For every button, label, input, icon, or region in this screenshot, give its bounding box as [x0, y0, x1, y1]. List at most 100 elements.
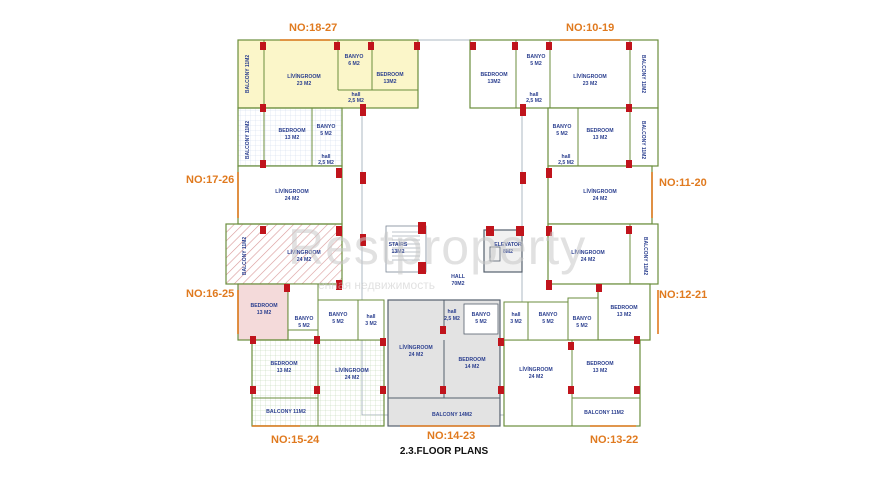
unit-label-13-22: NO:13-22: [590, 434, 639, 446]
unit-16-25-bedroom: [237, 283, 289, 341]
hall-10-19-label: hall: [530, 92, 539, 98]
hall-17-26-area: 2,5 M2: [318, 160, 334, 166]
balcony-13-22-label: BALCONY 11M2: [584, 410, 624, 416]
bedroom-10-19-label: BEDROOM: [480, 72, 507, 78]
bedroom-17-26-label: BEDROOM: [278, 128, 305, 134]
hall-central-label: HALL: [451, 274, 466, 280]
unit-13-22-hall: [503, 301, 529, 341]
living-10-19-area: 23 M2: [583, 81, 598, 87]
hall-11-20-area: 2,5 M2: [558, 160, 574, 166]
unit-16-25-living-fill: [226, 224, 342, 284]
banyo-18-27-label: BANYO: [345, 54, 364, 60]
bedroom-15-24-area: 13 M2: [277, 368, 292, 374]
living-16-25-area: 24 M2: [297, 257, 312, 263]
balcony-14-23-label: BALCONY 14M2: [432, 412, 472, 418]
bedroom-14-23-area: 14 M2: [465, 364, 480, 370]
bedroom-11-20-label: BEDROOM: [586, 128, 613, 134]
living-10-19-label: LİVİNGROOM: [573, 73, 606, 80]
living-17-26-label: LİVİNGROOM: [275, 188, 308, 195]
living-11-20-label: LİVİNGROOM: [583, 188, 616, 195]
hall-14-23-area: 2,5 M2: [444, 316, 460, 322]
hall-central-area: 70M2: [452, 281, 465, 287]
bedroom-14-23-label: BEDROOM: [458, 357, 485, 363]
hall-13-22-label: hall: [512, 312, 521, 318]
banyo-17-26-label: BANYO: [317, 124, 336, 130]
elevator-area: 8M2: [503, 249, 513, 255]
banyo-14-23-area: 5 M2: [475, 319, 487, 325]
banyo-15-24-area: 5 M2: [332, 319, 344, 325]
banyo-11-20-area: 5 M2: [556, 131, 568, 137]
banyo-12-21-label: BANYO: [573, 316, 592, 322]
unit-label-11-20: NO:11-20: [659, 177, 707, 189]
living-15-24-area: 24 M2: [345, 375, 360, 381]
hall-18-27-label: hall: [352, 92, 361, 98]
unit-label-12-21: NO:12-21: [659, 289, 708, 301]
unit-18-27-fill: [238, 40, 418, 108]
banyo-15-24-label: BANYO: [329, 312, 348, 318]
banyo-10-19-area: 5 M2: [530, 61, 542, 67]
living-13-22-label: LİVİNGROOM: [519, 366, 552, 373]
unit-14-23-banyo: [463, 303, 499, 335]
living-18-27-area: 23 M2: [297, 81, 312, 87]
watermark-logo: Restproperty: [288, 219, 587, 275]
bedroom-12-21-area: 13 M2: [617, 312, 632, 318]
banyo-17-26-area: 5 M2: [320, 131, 332, 137]
banyo-11-20-label: BANYO: [553, 124, 572, 130]
plan-caption: 2.3.FLOOR PLANS: [399, 446, 489, 457]
banyo-14-23-label: BANYO: [472, 312, 491, 318]
unit-label-10-19: NO:10-19: [566, 22, 615, 34]
hall-13-22-area: 3 M2: [510, 319, 522, 325]
stairs-area: 13M2: [392, 249, 405, 255]
unit-label-18-27: NO:18-27: [289, 22, 338, 34]
banyo-16-25-area: 5 M2: [298, 323, 310, 329]
living-18-27-label: LİVİNGROOM: [287, 73, 320, 80]
unit-17-26-living: [237, 165, 343, 225]
banyo-18-27-area: 6 M2: [348, 61, 360, 67]
banyo-12-21-area: 5 M2: [576, 323, 588, 329]
elevator-label: ELEVATOR: [494, 242, 522, 248]
bedroom-10-19-area: 13M2: [488, 79, 501, 85]
hall-17-26-label: hall: [322, 154, 331, 160]
unit-11-20-bedroom: [547, 107, 659, 167]
balcony-17-26-label: BALCONY 11M2: [245, 121, 251, 159]
room-labels: LİVİNGROOM 23 M2 BANYO 6 M2 BEDROOM 13M2…: [242, 54, 648, 418]
living-12-21-area: 24 M2: [581, 257, 596, 263]
stairs-steps: [392, 231, 420, 261]
bedroom-18-27-area: 13M2: [384, 79, 397, 85]
hall-10-19-area: 2,5 M2: [526, 98, 542, 104]
living-16-25-label: LİVİNGROOM: [287, 249, 320, 256]
living-12-21-label: LİVİNGROOM: [571, 249, 604, 256]
banyo-13-22-area: 5 M2: [542, 319, 554, 325]
unit-17-26-bedroom-fill: [238, 108, 342, 166]
living-13-22-area: 24 M2: [529, 374, 544, 380]
balcony-16-25-label: BALCONY 11M2: [242, 237, 248, 275]
elevator-block: [483, 229, 523, 273]
stairs-label: STAİRS: [389, 241, 408, 248]
bedroom-18-27-label: BEDROOM: [376, 72, 403, 78]
hall-14-23-label: hall: [448, 309, 457, 315]
unit-label-16-25: NO:16-25: [186, 288, 235, 300]
hall-11-20-label: hall: [562, 154, 571, 160]
balcony-18-27-label: BALCONY 11M2: [245, 55, 251, 93]
unit-15-24-hall: [357, 299, 385, 341]
bedroom-16-25-area: 13 M2: [257, 310, 272, 316]
balcony-12-21-label: BALCONY 11M2: [642, 237, 648, 275]
living-14-23-area: 24 M2: [409, 352, 424, 358]
watermark-tagline: енная недвижимость: [318, 278, 435, 292]
banyo-13-22-label: BANYO: [539, 312, 558, 318]
structural-columns: [250, 42, 640, 394]
bedroom-11-20-area: 13 M2: [593, 135, 608, 141]
banyo-10-19-label: BANYO: [527, 54, 546, 60]
elevator-car: [489, 246, 501, 262]
living-17-26-area: 24 M2: [285, 196, 300, 202]
balcony-10-19-label: BALCONY 11M2: [640, 55, 646, 93]
unit-label-14-23: NO:14-23: [427, 430, 476, 442]
unit-10-19-outline: [469, 39, 659, 109]
living-11-20-area: 24 M2: [593, 196, 608, 202]
bedroom-17-26-area: 13 M2: [285, 135, 300, 141]
banyo-16-25-label: BANYO: [295, 316, 314, 322]
living-14-23-label: LİVİNGROOM: [399, 344, 432, 351]
bedroom-15-24-label: BEDROOM: [270, 361, 297, 367]
